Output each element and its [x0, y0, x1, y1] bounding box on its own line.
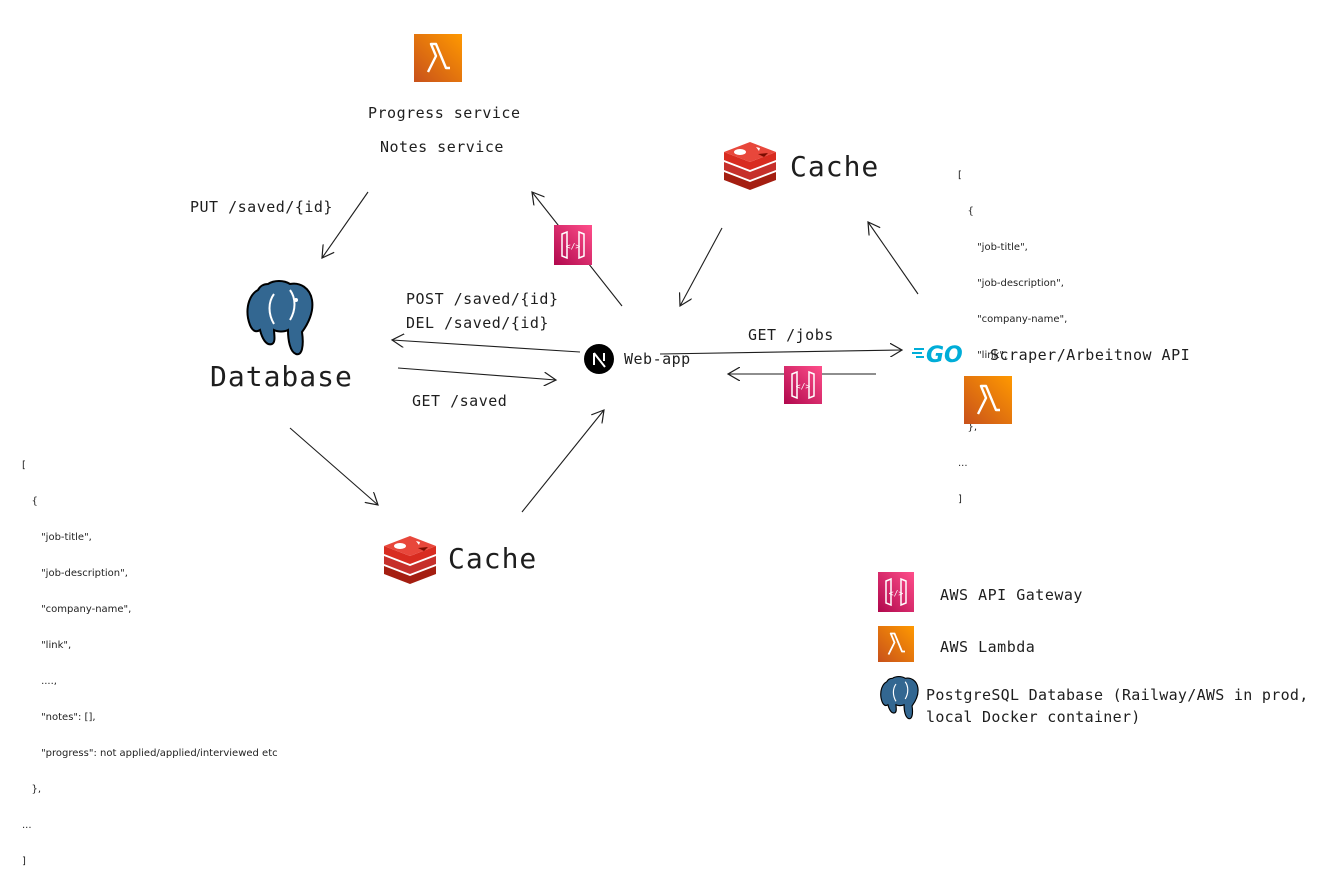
svg-text:</>: </>: [566, 242, 581, 251]
arrow-cache-top-to-webapp: [680, 227, 723, 306]
json-line: ...: [958, 458, 968, 469]
json-line: "progress": not applied/applied/intervie…: [22, 748, 278, 759]
redis-icon: [724, 142, 776, 190]
json-sample-scraper: [ { "job-title", "job-description", "com…: [958, 146, 1067, 518]
legend-lambda-label: AWS Lambda: [940, 638, 1036, 656]
lambda-service-label-1: Progress service: [368, 104, 521, 122]
json-line: "link",: [958, 350, 1008, 361]
route-put-saved: PUT /saved/{id}: [190, 198, 333, 216]
svg-text:</>: </>: [796, 382, 811, 391]
lambda-icon: [878, 626, 914, 662]
arrow-database-to-cache: [289, 427, 378, 505]
route-get-jobs: GET /jobs: [748, 326, 834, 344]
legend-gateway-label: AWS API Gateway: [940, 586, 1083, 604]
json-line: ...: [22, 820, 32, 831]
web-app-label: Web-app: [624, 350, 691, 368]
json-line: ....,: [22, 676, 57, 687]
route-post-saved: POST /saved/{id}: [406, 290, 559, 308]
arrow-webapp-to-database: [392, 340, 581, 353]
go-logo-icon: GO: [912, 343, 963, 366]
lambda-service-label-2: Notes service: [380, 138, 504, 156]
json-line: },: [958, 422, 978, 433]
json-line: ]: [958, 494, 962, 505]
api-gateway-icon: </>: [878, 572, 914, 612]
json-line: "job-title",: [958, 242, 1028, 253]
svg-text:</>: </>: [889, 589, 904, 598]
arrow-cache-to-webapp: [521, 410, 604, 513]
svg-text:GO: GO: [926, 343, 963, 366]
json-line: "company-name",: [958, 314, 1068, 325]
database-label: Database: [210, 360, 353, 393]
lambda-icon: [414, 34, 462, 82]
json-line: "job-description",: [22, 568, 128, 579]
json-line: "job-description",: [958, 278, 1064, 289]
json-line: },: [22, 784, 42, 795]
nextjs-icon: [584, 344, 614, 374]
json-line: "link",: [22, 640, 72, 651]
json-line: "company-name",: [22, 604, 132, 615]
lambda-icon: [964, 376, 1012, 424]
arrow-lambda-to-database: [322, 191, 369, 258]
json-sample-saved: [ { "job-title", "job-description", "com…: [22, 436, 278, 880]
arrow-webapp-to-scraper: [659, 350, 902, 354]
cache-top-label: Cache: [790, 150, 880, 183]
postgres-elephant-icon: [246, 280, 314, 356]
api-gateway-icon: </>: [554, 225, 592, 265]
postgres-elephant-icon: [880, 676, 919, 720]
arrow-scraper-to-cache-top: [868, 222, 919, 295]
json-line: ]: [22, 856, 26, 867]
json-line: [: [22, 460, 26, 471]
json-line: "notes": [],: [22, 712, 96, 723]
json-line: [: [958, 170, 962, 181]
route-del-saved: DEL /saved/{id}: [406, 314, 549, 332]
json-line: {: [958, 206, 974, 217]
api-gateway-icon: </>: [784, 366, 822, 404]
legend-postgres-label-2: local Docker container): [926, 708, 1141, 726]
json-line: {: [22, 496, 38, 507]
json-line: "job-title",: [22, 532, 92, 543]
redis-icon: [384, 536, 436, 584]
arrow-database-to-webapp: [397, 367, 556, 380]
legend-postgres-label-1: PostgreSQL Database (Railway/AWS in prod…: [926, 686, 1309, 704]
route-get-saved: GET /saved: [412, 392, 508, 410]
scraper-label: Scraper/Arbeitnow API: [990, 346, 1191, 364]
cache-bottom-label: Cache: [448, 542, 538, 575]
